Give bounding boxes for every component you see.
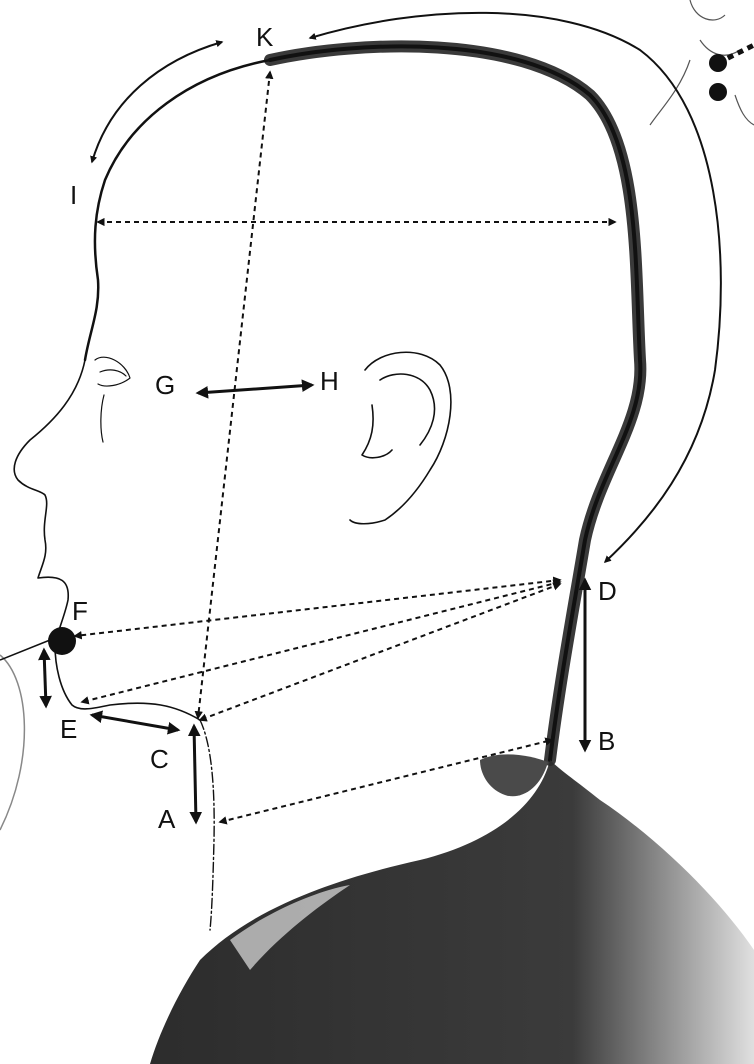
label-H: H bbox=[320, 366, 339, 396]
label-C: C bbox=[150, 744, 169, 774]
ear-line bbox=[350, 352, 451, 523]
face-profile-line bbox=[14, 360, 200, 720]
inset-circle bbox=[0, 640, 50, 830]
point-labels: K I G H F E C A D B bbox=[60, 22, 617, 834]
label-B: B bbox=[598, 726, 615, 756]
arrow-C-A bbox=[194, 726, 196, 822]
arrow-E-C bbox=[92, 715, 178, 730]
label-I: I bbox=[70, 180, 77, 210]
label-D: D bbox=[598, 576, 617, 606]
label-A: A bbox=[158, 804, 176, 834]
arrow-D-E bbox=[82, 582, 560, 702]
arrow-I-K bbox=[92, 42, 222, 162]
arrow-F-E bbox=[44, 650, 46, 706]
label-K: K bbox=[256, 22, 274, 52]
landmark-F-dot bbox=[48, 627, 76, 655]
eye-line bbox=[95, 357, 130, 442]
label-G: G bbox=[155, 370, 175, 400]
arrow-D-C bbox=[200, 584, 560, 720]
label-E: E bbox=[60, 714, 77, 744]
landmark-dot bbox=[709, 83, 727, 101]
shoulder-shading bbox=[150, 754, 754, 1064]
throat-line bbox=[200, 720, 214, 930]
landmark-dot bbox=[709, 54, 727, 72]
arrow-D-F bbox=[75, 580, 560, 636]
label-F: F bbox=[72, 596, 88, 626]
arrow-K-D bbox=[310, 13, 721, 562]
inset-face bbox=[650, 0, 754, 125]
arrow-G-H bbox=[198, 385, 312, 393]
